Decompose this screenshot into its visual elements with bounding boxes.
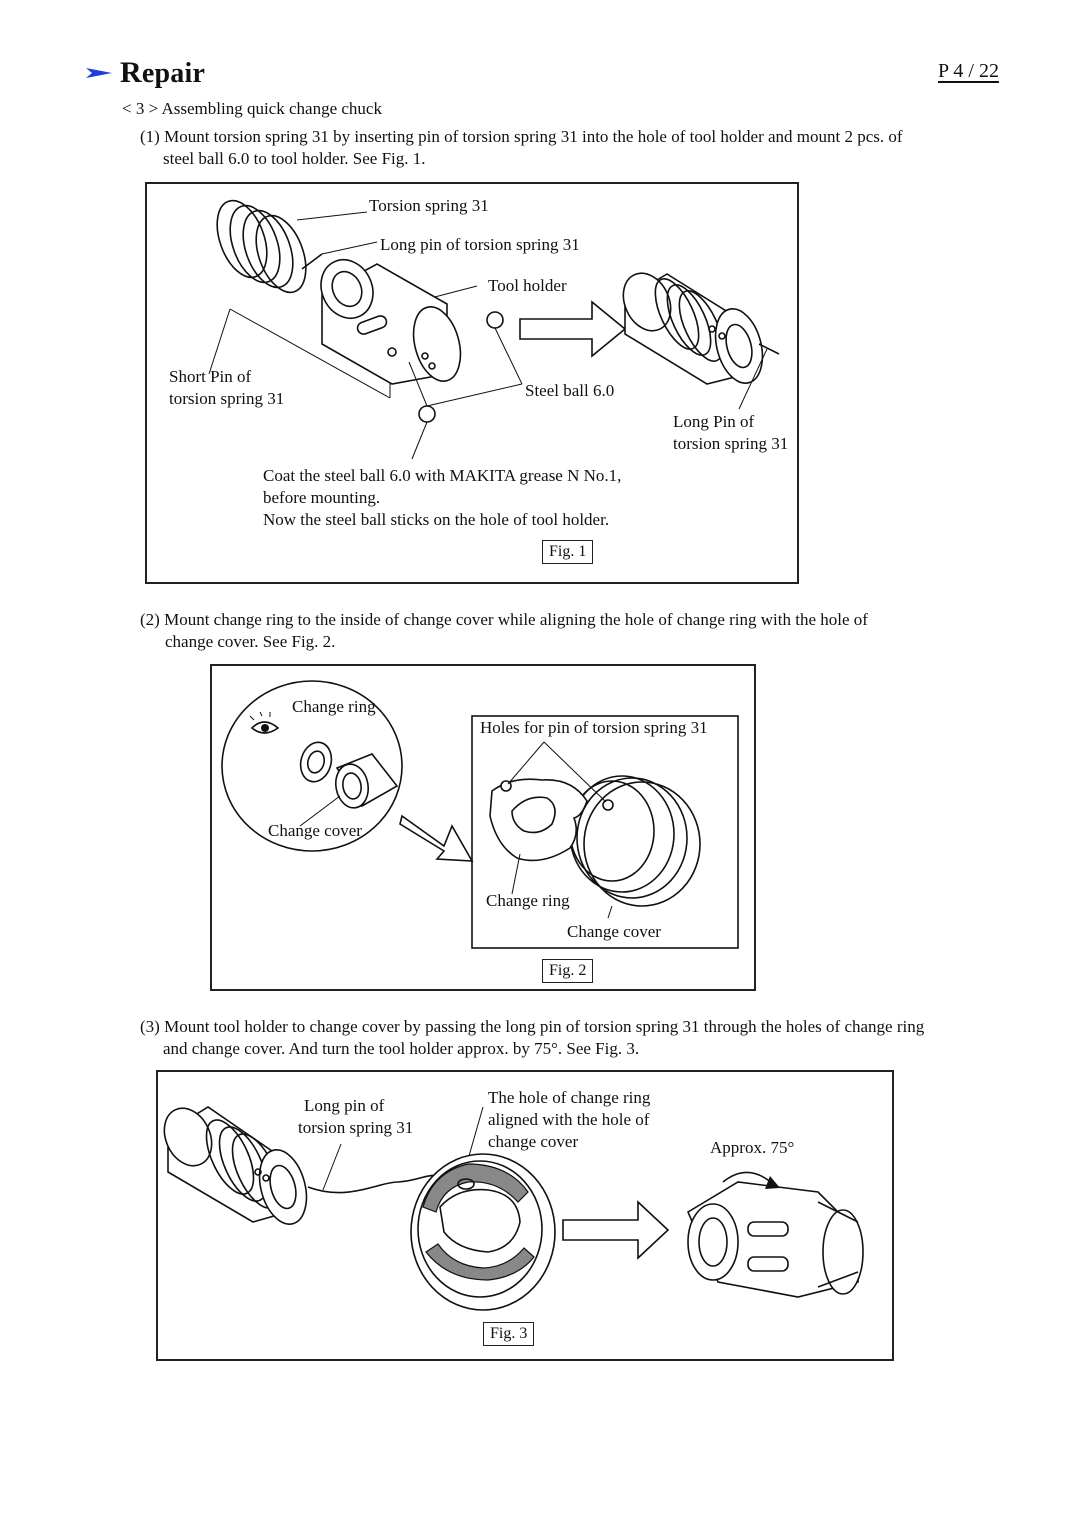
page-title: Repair — [120, 56, 206, 89]
label-long-pin-right-2: torsion spring 31 — [673, 434, 789, 453]
label-short-pin-2: torsion spring 31 — [169, 389, 285, 408]
tool-holder-drawing — [320, 259, 462, 385]
change-cover-large-drawing — [569, 775, 701, 907]
torsion-spring-drawing — [216, 199, 323, 294]
label-steel-ball: Steel ball 6.0 — [525, 381, 615, 400]
label-long-pin-1: Long pin of — [304, 1096, 385, 1115]
figure-1-drawing — [208, 199, 780, 460]
label-change-ring-bottom: Change ring — [486, 891, 570, 910]
label-long-pin-2: torsion spring 31 — [298, 1118, 414, 1137]
step-2-line-1: (2) Mount change ring to the inside of c… — [140, 610, 868, 629]
magnifier-circle-drawing — [221, 680, 403, 852]
step-1-line-2: steel ball 6.0 to tool holder. See Fig. … — [163, 149, 426, 168]
change-ring-large-drawing — [489, 778, 614, 862]
step-1-line-1: (1) Mount torsion spring 31 by inserting… — [140, 127, 903, 146]
figure-2-caption: Fig. 2 — [542, 959, 594, 983]
section-title: < 3 > Assembling quick change chuck — [122, 99, 382, 118]
assembled-tool-holder-drawing — [622, 272, 780, 410]
label-holes-for-pin: Holes for pin of torsion spring 31 — [480, 718, 708, 737]
change-cover-small-drawing — [334, 763, 370, 809]
figure-2: Change ring Change cover Holes for pin o… — [210, 664, 756, 991]
label-hole-2: aligned with the hole of — [488, 1110, 650, 1129]
label-short-pin-1: Short Pin of — [169, 367, 252, 386]
tool-holder-with-spring-drawing — [163, 1106, 308, 1225]
big-arrow-icon — [519, 300, 627, 358]
note-line-2: before mounting. — [263, 488, 381, 507]
step-2-line-2: change cover. See Fig. 2. — [165, 632, 336, 651]
eye-icon — [249, 711, 280, 734]
turn-arrow-icon — [562, 1200, 670, 1260]
change-ring-small-drawing — [299, 741, 333, 783]
steel-ball-bottom-drawing — [418, 405, 436, 423]
label-change-cover-bottom: Change cover — [567, 922, 661, 941]
label-change-cover-left: Change cover — [268, 821, 362, 840]
note-line-1: Coat the steel ball 6.0 with MAKITA grea… — [263, 466, 622, 485]
step-3-line-2: and change cover. And turn the tool hold… — [163, 1039, 640, 1058]
outline-arrow-icon — [399, 814, 474, 862]
label-tool-holder: Tool holder — [488, 276, 567, 295]
steel-ball-top-drawing — [486, 311, 504, 329]
note-line-3: Now the steel ball sticks on the hole of… — [263, 510, 610, 529]
figure-3-drawing — [163, 1106, 864, 1311]
figure-2-drawing — [221, 680, 739, 949]
page-number: P 4 / 22 — [938, 60, 999, 82]
step-3-line-1: (3) Mount tool holder to change cover by… — [140, 1017, 925, 1036]
header-arrow-icon — [86, 68, 112, 78]
label-change-ring-top: Change ring — [292, 697, 376, 716]
figure-3: Long pin of torsion spring 31 The hole o… — [156, 1070, 894, 1361]
label-hole-3: change cover — [488, 1132, 579, 1151]
label-long-pin-right-1: Long Pin of — [673, 412, 755, 431]
label-approx-75: Approx. 75° — [710, 1138, 795, 1157]
label-long-pin: Long pin of torsion spring 31 — [380, 235, 580, 254]
label-torsion-spring: Torsion spring 31 — [369, 196, 489, 215]
figure-1-caption: Fig. 1 — [542, 540, 594, 564]
figure-3-caption: Fig. 3 — [483, 1322, 535, 1346]
label-hole-1: The hole of change ring — [488, 1088, 651, 1107]
figure-1: Torsion spring 31 Long pin of torsion sp… — [145, 182, 799, 584]
change-cover-with-ring-drawing — [410, 1153, 556, 1311]
rotated-assembly-drawing — [686, 1171, 864, 1298]
